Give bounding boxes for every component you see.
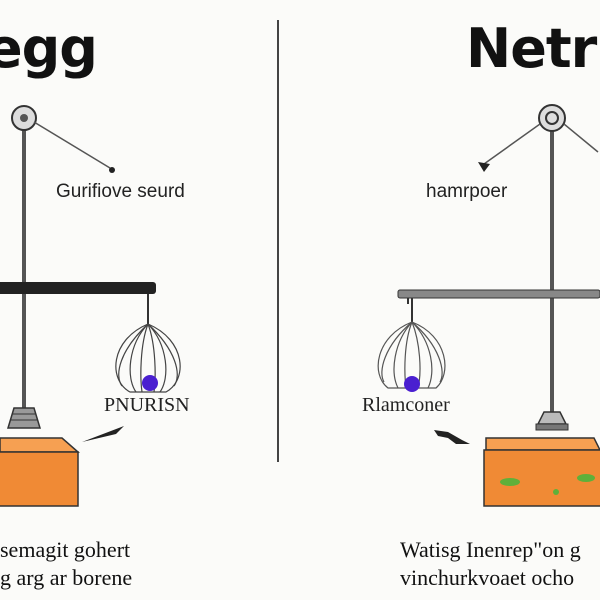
left-lower-label: PNURISN (104, 394, 190, 416)
left-caption: semagit gohert g arg ar borene (0, 536, 132, 592)
left-caption-line-1: semagit gohert (0, 537, 131, 562)
right-base-weight (536, 411, 568, 425)
right-box (483, 437, 600, 507)
left-box (0, 437, 80, 507)
left-base-weight (6, 407, 42, 429)
right-critter (434, 430, 470, 444)
left-caption-line-2: g arg ar borene (0, 565, 133, 590)
left-string-knot (109, 167, 115, 173)
left-beam (0, 282, 156, 294)
green-blob (500, 478, 520, 486)
left-ramp (82, 426, 124, 442)
right-scale-apparatus (377, 104, 600, 507)
right-lower-label: Rlamconer (362, 394, 450, 416)
left-string (33, 121, 111, 169)
right-ball (404, 376, 420, 392)
right-upper-label: hamrpoer (426, 181, 508, 202)
left-scale-apparatus (0, 105, 181, 507)
right-panel-title: Netrr (466, 17, 600, 80)
right-caption-line-1: Watisg Inenrep"on g (400, 537, 581, 562)
left-cage (115, 323, 181, 393)
left-upper-label: Gurifiove seurd (56, 181, 185, 202)
right-string-knot (478, 162, 490, 172)
left-ball (142, 375, 158, 391)
right-pulley (538, 104, 566, 132)
right-caption: Watisg Inenrep"on g vinchurkvoaet ocho (400, 536, 581, 592)
left-panel-title: egg (0, 17, 98, 80)
right-caption-line-2: vinchurkvoaet ocho (400, 565, 575, 590)
right-beam (397, 289, 600, 299)
right-string (483, 123, 541, 165)
